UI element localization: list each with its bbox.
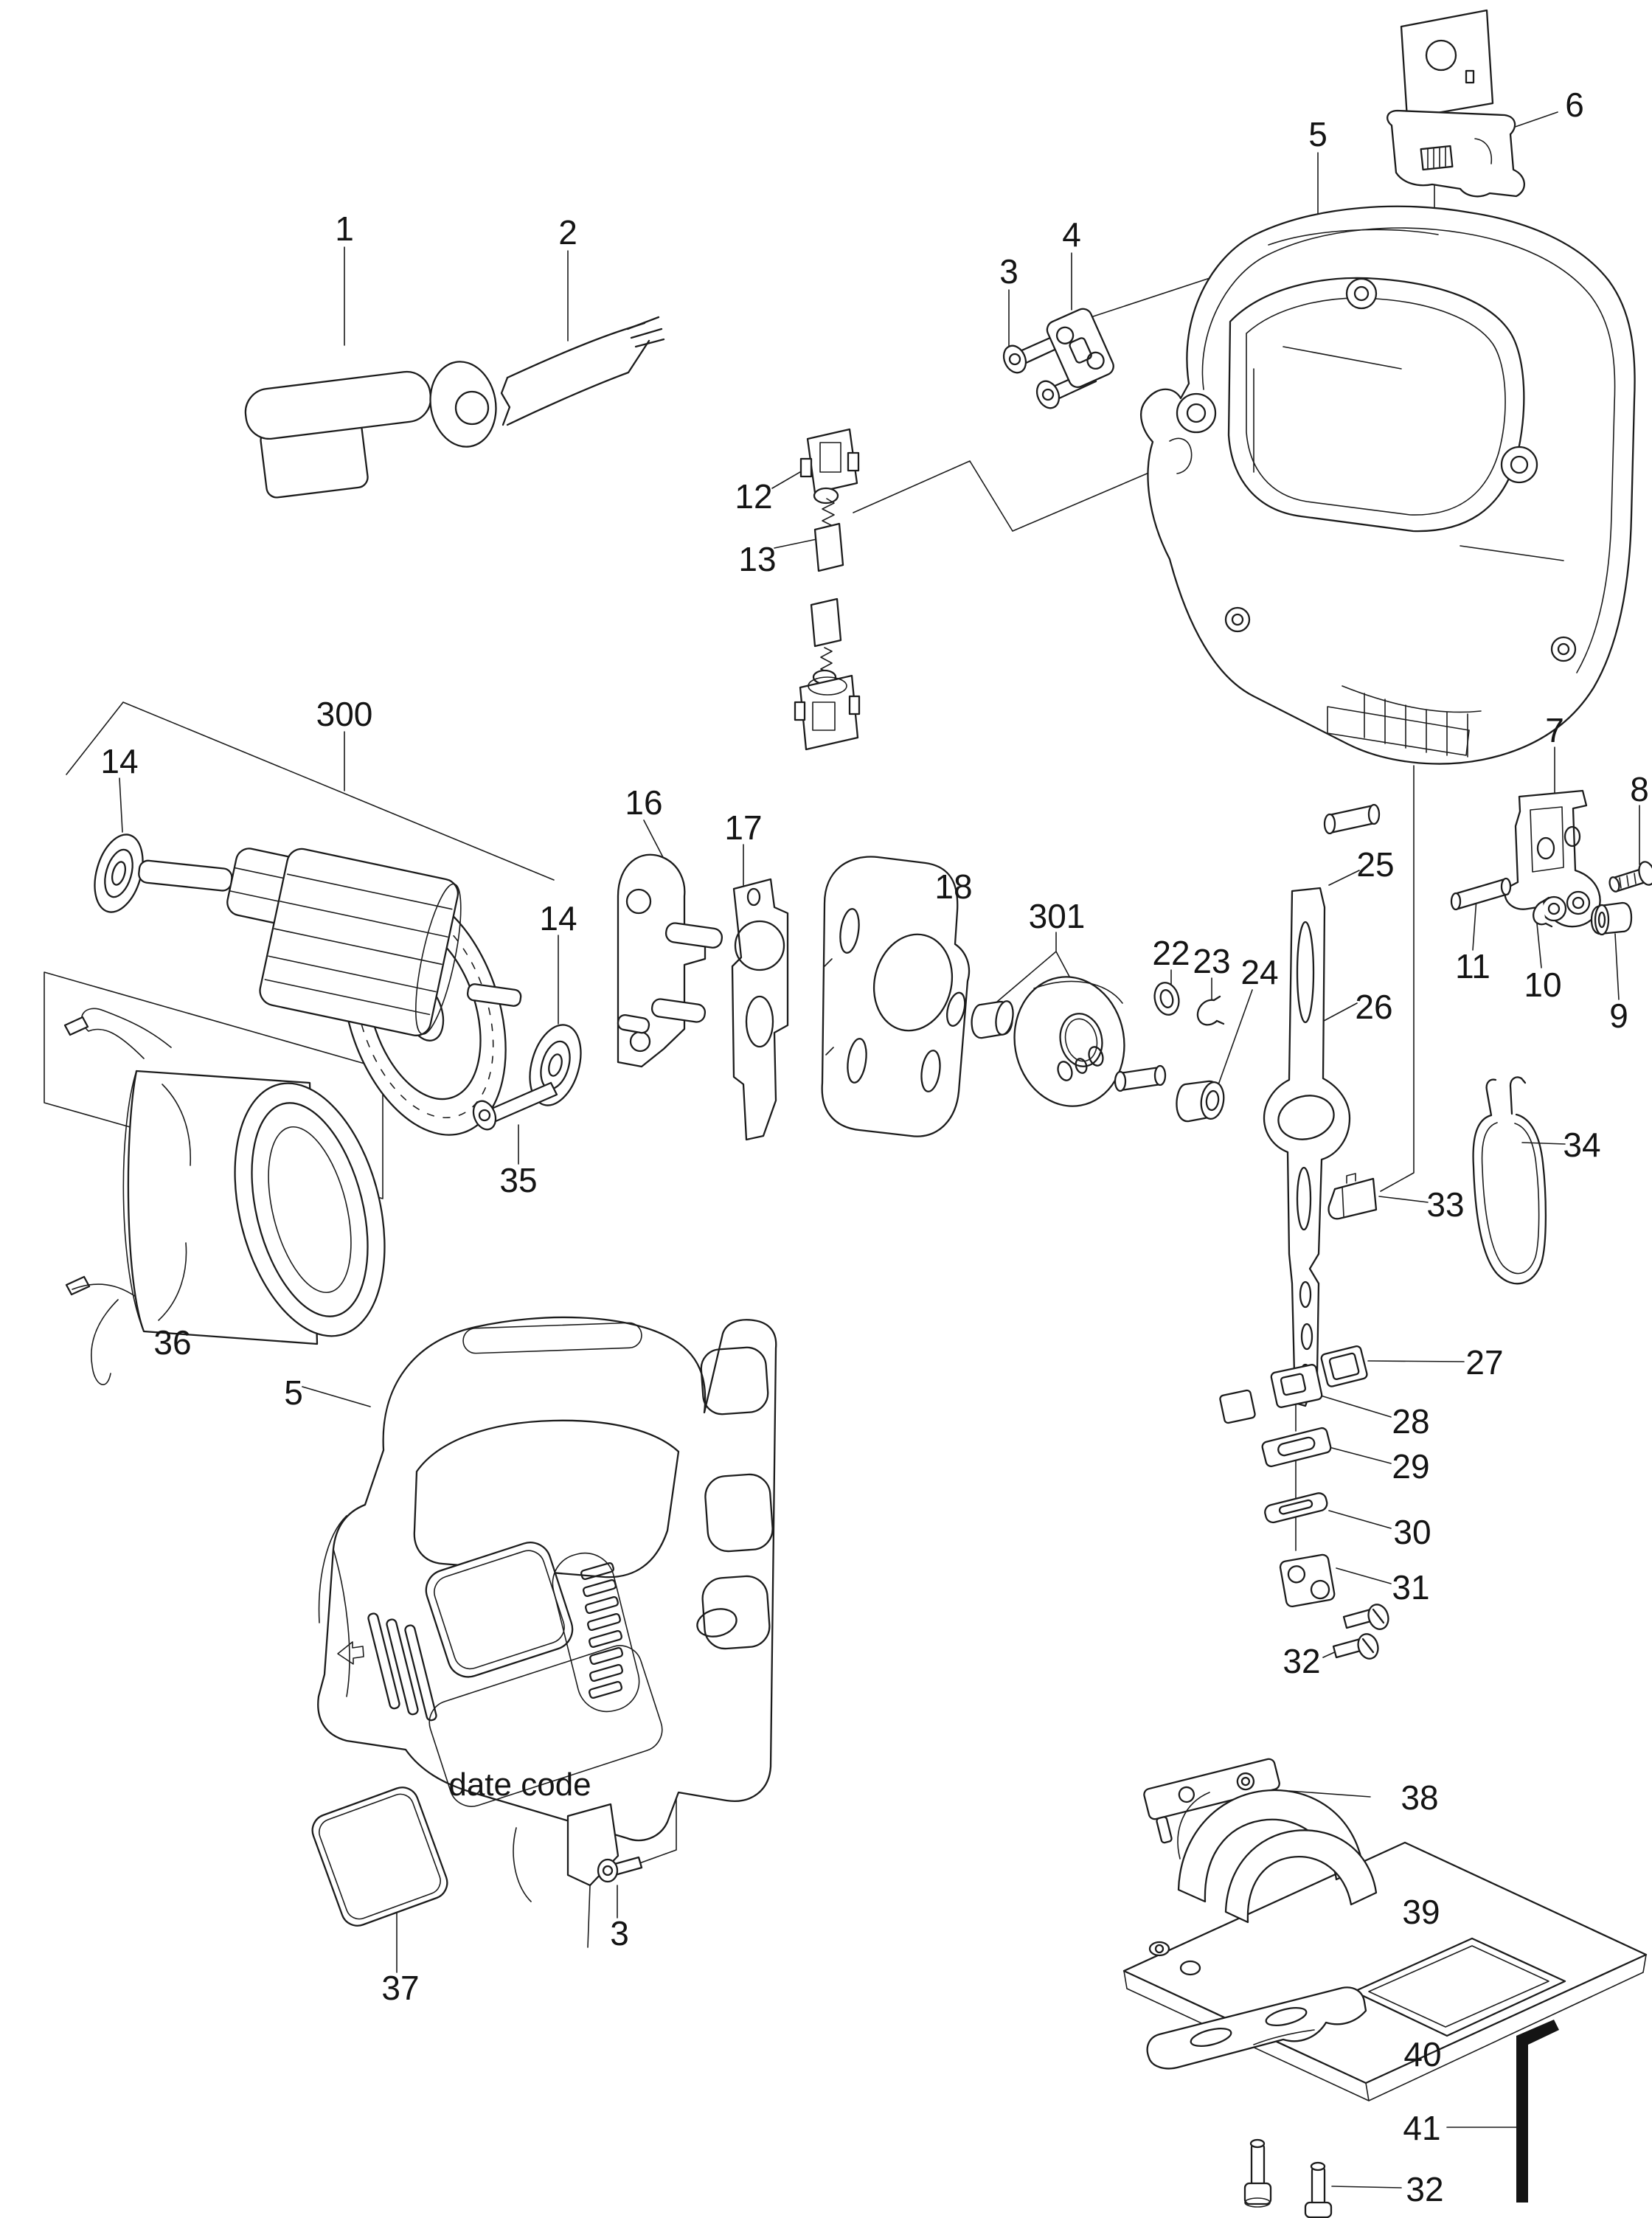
bearing-bracket-part-16 — [617, 853, 723, 1068]
roller-part-9 — [1590, 901, 1633, 936]
callout-25: 25 — [1356, 845, 1395, 884]
assembly-frame-lines — [44, 971, 384, 1199]
callout-32-upper: 32 — [1283, 1642, 1321, 1680]
cord-protector-part — [244, 361, 497, 499]
leaf-spring-part-30 — [1264, 1492, 1328, 1524]
screw-part-35 — [472, 1081, 558, 1131]
callout-5-bottom: 5 — [284, 1373, 303, 1412]
armature-core — [259, 848, 462, 1036]
armature-assembly-part-300 — [94, 834, 582, 1136]
callout-3-top: 3 — [999, 252, 1018, 291]
pin-part-11 — [1450, 877, 1512, 911]
callout-23: 23 — [1193, 942, 1231, 980]
screw-part-3-bottom — [597, 1856, 643, 1883]
callout-300: 300 — [316, 695, 373, 733]
callout-31: 31 — [1392, 1568, 1430, 1607]
callout-34: 34 — [1563, 1126, 1601, 1164]
retaining-ring-part-23 — [1196, 995, 1225, 1026]
screw-part-8 — [1608, 861, 1652, 893]
callout-4: 4 — [1062, 215, 1081, 254]
retaining-ring-part-10 — [1533, 896, 1553, 928]
wire-bail-part-34 — [1472, 1076, 1547, 1285]
label-sticker-part-37 — [311, 1786, 448, 1927]
callout-39: 39 — [1402, 1893, 1440, 1931]
bearing-part-14-right — [529, 1024, 582, 1106]
callout-14-left: 14 — [100, 742, 139, 780]
brush-holder-part-12-upper — [799, 428, 860, 494]
callout-16: 16 — [625, 783, 663, 822]
callout-41: 41 — [1403, 2109, 1441, 2147]
plate-part-29 — [1261, 1427, 1332, 1468]
callout-3-bottom: 3 — [610, 1914, 629, 1952]
callout-32-bottom: 32 — [1406, 2170, 1444, 2208]
callout-36: 36 — [153, 1323, 192, 1362]
blade-clamp-part-28 — [1219, 1364, 1323, 1424]
hex-key-part-41 — [1516, 2020, 1559, 2203]
power-cord-part — [500, 316, 665, 426]
vent-slots — [580, 1562, 624, 1699]
field-coil-part-36 — [63, 1008, 386, 1385]
callout-6: 6 — [1565, 86, 1584, 124]
carbon-brush-part-13-upper — [813, 487, 844, 572]
callout-2: 2 — [558, 213, 577, 252]
switch-part-6 — [1386, 9, 1525, 198]
bearing-part-14-left — [94, 834, 144, 913]
assembled-body-part-5 — [317, 1316, 777, 1948]
motor-housing-part-5 — [1140, 205, 1636, 765]
callout-30: 30 — [1393, 1513, 1431, 1551]
counterweight-plate-part-18 — [821, 856, 971, 1137]
callout-11: 11 — [1455, 947, 1490, 985]
arrow-marking — [337, 1641, 364, 1665]
callout-40: 40 — [1403, 2035, 1442, 2073]
callout-35: 35 — [499, 1161, 538, 1199]
callout-1: 1 — [335, 209, 354, 248]
callout-29: 29 — [1392, 1447, 1430, 1486]
callout-301: 301 — [1028, 897, 1086, 935]
callout-7: 7 — [1545, 711, 1564, 749]
clamp-part-40 — [1146, 1986, 1367, 2070]
carbon-brush-part-13-lower — [810, 597, 842, 685]
washer-part-22 — [1153, 982, 1180, 1016]
callout-13: 13 — [738, 540, 777, 578]
callout-38: 38 — [1401, 1778, 1439, 1817]
clip-part-33 — [1328, 1173, 1378, 1220]
lever-bracket-part-7 — [1504, 789, 1601, 928]
brush-holder-part-12-lower — [794, 674, 861, 751]
gear-assembly-part-301 — [946, 976, 1167, 1107]
reciprocating-bar-part-26 — [1263, 887, 1351, 1407]
screws-part-32-bottom — [1243, 2138, 1333, 2218]
callout-24: 24 — [1240, 953, 1279, 991]
callout-26: 26 — [1355, 988, 1393, 1026]
clamp-block-part-31 — [1279, 1553, 1336, 1607]
spacer-plate-part-17 — [731, 878, 789, 1141]
callout-date-code: date code — [448, 1767, 591, 1803]
callout-33: 33 — [1426, 1185, 1465, 1224]
roller-part-24 — [1176, 1080, 1225, 1123]
callout-18: 18 — [934, 867, 973, 906]
side-slots — [367, 1612, 437, 1722]
callout-14-right: 14 — [539, 899, 577, 938]
pin-part-25 — [1323, 803, 1381, 835]
frame-part-27 — [1320, 1345, 1368, 1387]
callout-22: 22 — [1152, 934, 1190, 972]
callout-12: 12 — [735, 477, 773, 516]
callout-5-top: 5 — [1308, 115, 1328, 153]
callout-37: 37 — [381, 1969, 420, 2007]
callout-10: 10 — [1524, 966, 1562, 1004]
grip-pads — [700, 1346, 774, 1650]
screws-part-32-upper — [1332, 1604, 1389, 1660]
callout-9: 9 — [1609, 997, 1628, 1035]
callout-28: 28 — [1392, 1402, 1430, 1441]
clamp-plate-part-38 — [1143, 1758, 1280, 1844]
cord-clamp-part-4 — [1046, 308, 1114, 388]
callout-27: 27 — [1465, 1343, 1504, 1382]
callout-17: 17 — [724, 808, 763, 847]
callout-8: 8 — [1630, 770, 1649, 808]
